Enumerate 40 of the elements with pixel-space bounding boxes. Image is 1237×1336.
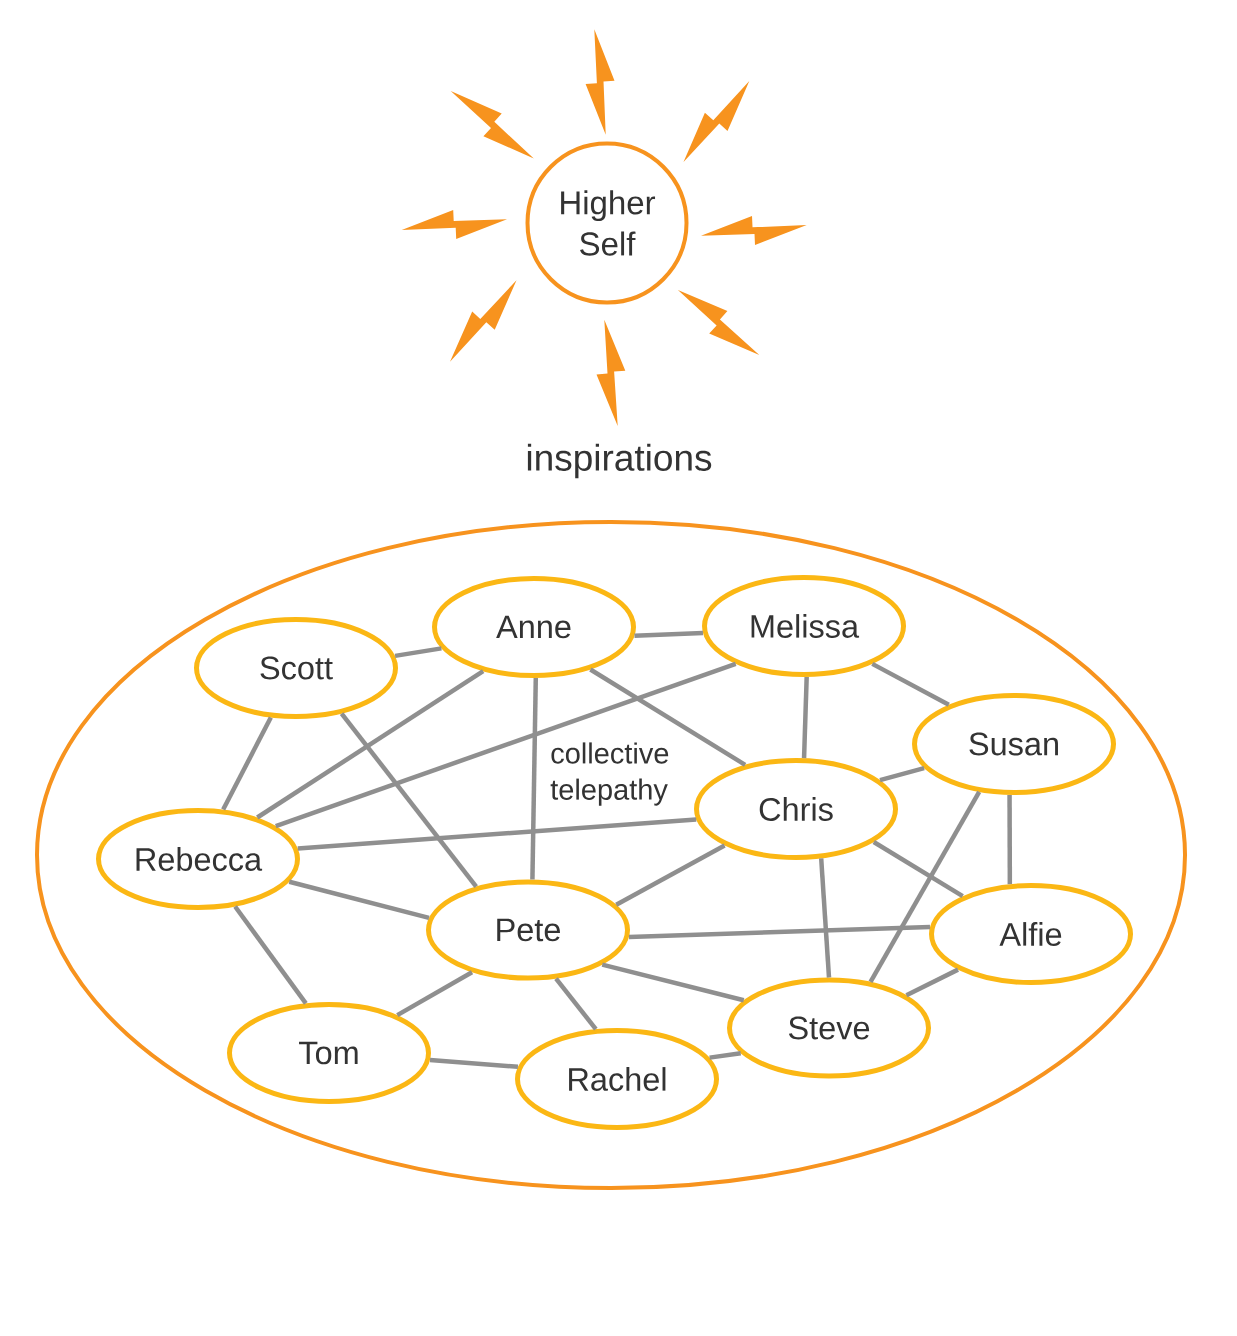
text-label: collective telepathy <box>550 742 669 806</box>
connector-line <box>297 817 697 851</box>
connector-line <box>339 712 478 888</box>
name-oval: Pete <box>426 879 630 981</box>
name-oval: Chris <box>694 758 898 860</box>
connector-line <box>615 843 726 907</box>
connector-line <box>1007 794 1013 885</box>
connector-line <box>818 858 832 978</box>
name-oval: Steve <box>727 977 931 1079</box>
connector-line <box>634 630 704 639</box>
connector-line <box>288 879 430 921</box>
connector-line <box>868 790 982 983</box>
connector-line <box>530 677 539 880</box>
connector-line <box>601 962 745 1003</box>
text-label: inspirations <box>527 443 712 479</box>
connector-line <box>233 905 308 1005</box>
name-oval: Melissa <box>702 575 906 677</box>
connector-line <box>256 669 485 820</box>
connector-line <box>394 646 442 659</box>
connector-line <box>396 970 474 1018</box>
connector-line <box>709 1051 742 1060</box>
connector-line <box>554 977 598 1031</box>
connector-line <box>801 676 809 759</box>
name-oval: Rebecca <box>96 808 300 910</box>
connector-line <box>628 924 931 940</box>
connector-line <box>589 667 747 767</box>
name-oval: Anne <box>432 576 636 678</box>
connector-line <box>221 716 273 811</box>
name-oval: Alfie <box>929 883 1133 985</box>
connector-line <box>872 840 964 899</box>
connector-line <box>871 661 950 707</box>
name-oval: Susan <box>912 693 1116 795</box>
connector-line <box>879 765 925 783</box>
name-oval: Scott <box>194 617 398 719</box>
name-oval: Tom <box>227 1002 431 1104</box>
connector-line <box>905 967 959 998</box>
name-oval: Rachel <box>515 1028 719 1130</box>
group-ellipse <box>35 520 1187 1190</box>
connector-line <box>275 661 737 829</box>
connector-line <box>429 1057 519 1070</box>
